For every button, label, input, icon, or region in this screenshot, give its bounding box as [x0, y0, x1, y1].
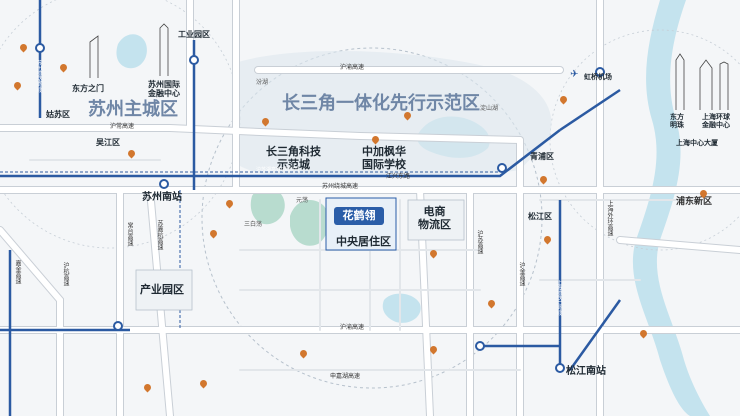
- zone-commerce-logistics: 电商 物流区: [418, 206, 451, 231]
- road-suzhou-ring: 苏州绕城高速: [322, 184, 359, 190]
- jinji-lake: [116, 34, 147, 69]
- road-sujiahang: 苏嘉杭高速: [156, 220, 162, 250]
- road-husu: 沪苏高速: [476, 230, 482, 254]
- zone-industrial-district: 工业园区: [178, 30, 210, 39]
- skyline-shanghai: [675, 53, 729, 110]
- zone-gate-of-orient: 东方之门: [72, 84, 104, 93]
- zone-central-residential: 中央居住区: [336, 236, 391, 248]
- project-brand-label[interactable]: 花鹤翎: [334, 207, 384, 225]
- district-yrd-demo: 长三角一体化先行示范区: [282, 93, 480, 113]
- huangpu-river: [632, 0, 710, 416]
- road-huyu: 沪渝高速: [340, 65, 365, 71]
- road-s32: 申嘉湖高速: [330, 374, 361, 380]
- road-jiajin: 嘉金高速: [14, 260, 20, 284]
- commerce-zone-box: [407, 199, 465, 241]
- label-gaotie: 沪苏湖高铁(规划中): [256, 167, 300, 173]
- zone-songjiang-south-station: 松江南站: [566, 366, 606, 377]
- zone-shanghai-tower: 上海中心大厦: [676, 140, 718, 147]
- radius-circle: [201, 47, 543, 389]
- zone-suzhou-south-station: 苏州南站: [142, 192, 182, 203]
- road-changtai: 常台高速: [126, 222, 132, 246]
- label-fenhu: 汾湖: [256, 80, 269, 86]
- zone-yrd-tech-city: 长三角科技 示范城: [266, 146, 321, 171]
- zone-wujiang: 吴江区: [96, 138, 120, 147]
- airport-icon: ✈: [570, 69, 579, 80]
- yuandang-lake: [290, 200, 329, 246]
- label-dianshan-lake: 淀山湖: [480, 106, 499, 112]
- road-jiangxin: 江兴东路: [386, 174, 411, 180]
- road-hu-jin: 沪金高速: [518, 262, 524, 286]
- label-sanbaidang: 三白荡: [244, 222, 263, 228]
- zone-swfc: 上海环球 金融中心: [702, 114, 730, 130]
- demo-zone-fill: [232, 51, 552, 179]
- district-suzhou-main: 苏州主城区: [88, 99, 178, 119]
- label-metro-line4: 苏州地铁4号线: [36, 60, 42, 93]
- south-lake: [382, 293, 421, 323]
- station-markers: [35, 43, 605, 373]
- zone-hongqiao: 虹桥机场: [584, 74, 612, 81]
- fenhu-lake: [250, 187, 285, 225]
- district-pudong: 浦东新区: [676, 196, 713, 206]
- label-yuandang: 元荡: [296, 198, 309, 204]
- zone-suzhou-finance: 苏州国际 金融中心: [148, 80, 180, 99]
- zone-gusu: 姑苏区: [46, 110, 70, 119]
- skyline-suzhou: [89, 23, 169, 78]
- zone-qingpu: 青浦区: [530, 152, 554, 161]
- zone-china-canada-school: 中加枫华 国际学校: [362, 146, 406, 171]
- label-metro-line17: 上海地铁17号线: [556, 280, 562, 316]
- zone-oriental-pearl: 东方 明珠: [670, 114, 684, 130]
- zone-industrial-park: 产业园区: [140, 284, 184, 296]
- road-huxin: 沪杭高速: [62, 262, 68, 286]
- road-huyu2: 沪渝高速: [340, 325, 365, 331]
- road-shanghai-outer: 上海外环高速: [606, 200, 612, 236]
- zone-songjiang: 松江区: [528, 212, 552, 221]
- shanghai-radius-circle: [549, 29, 740, 251]
- industrial-park-box: [135, 269, 193, 311]
- road-huchang: 沪常高速: [110, 124, 135, 130]
